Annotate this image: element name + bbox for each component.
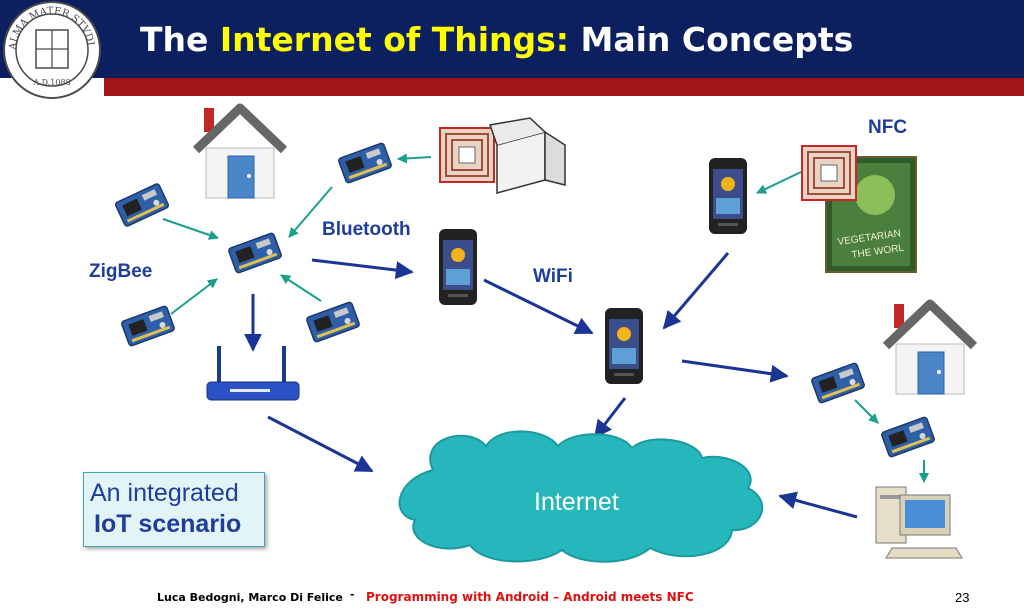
arrow-phone-to-cloud: [593, 397, 627, 439]
wifi-label: WiFi: [533, 266, 573, 287]
zigbee-label: ZigBee: [89, 261, 153, 282]
arrow-phone-to-phone: [483, 278, 594, 335]
sensor-board-icon-bottom-left: [120, 304, 176, 348]
smartphone-icon-nfc: [709, 158, 747, 234]
arrow-node-to-hub-br: [280, 274, 322, 302]
arrow-hub-to-phone: [311, 258, 414, 280]
cardboard-box-icon: [489, 117, 566, 194]
internet-label: Internet: [534, 488, 619, 516]
arrow-tag-to-node: [397, 153, 432, 164]
arrow-phone-to-node: [681, 359, 789, 383]
sensor-board-icon-hub: [227, 231, 283, 275]
sensor-board-icon-right: [810, 361, 866, 405]
sensor-board-icon-bottom-right: [305, 300, 361, 344]
svg-text:A.D.1088: A.D.1088: [32, 78, 70, 87]
university-seal-icon: ALMA MATER STVDIORVM A.D.1088: [2, 0, 101, 99]
arrow-router-to-cloud: [267, 415, 374, 473]
title-highlight: Internet of Things:: [219, 20, 570, 59]
bluetooth-label: Bluetooth: [322, 219, 411, 240]
page-number: 23: [955, 590, 970, 605]
arrow-node-to-hub-left: [162, 218, 219, 240]
desktop-computer-icon: [875, 486, 963, 559]
scenario-line-2: IoT scenario: [94, 510, 242, 538]
sensor-board-icon-top: [337, 141, 393, 185]
house-icon-right: [886, 304, 974, 394]
sensor-board-icon-right-lower: [880, 415, 936, 459]
title-suffix: Main Concepts: [569, 20, 854, 59]
smartphone-icon-bluetooth: [439, 229, 477, 305]
slide-title: The Internet of Things: Main Concepts: [140, 20, 853, 59]
vegetarian-poster-image: VEGETARIAN THE WORL: [825, 156, 917, 273]
arrow-tag-to-nfcphone: [756, 171, 802, 194]
arrow-nfcphone-to-phone: [662, 252, 730, 330]
arrow-node-to-node-right: [854, 399, 879, 424]
internet-cloud-icon: [398, 430, 764, 563]
house-icon-left: [196, 108, 284, 198]
title-prefix: The: [140, 20, 220, 59]
slide-header: [0, 0, 1024, 78]
arrow-node-to-hub-bl: [170, 278, 218, 315]
nfc-label: NFC: [868, 117, 908, 138]
footer-authors: Luca Bedogni, Marco Di Felice: [157, 591, 343, 604]
arrow-node-to-hub-top: [288, 186, 333, 238]
scenario-callout: An integrated IoT scenario: [83, 472, 265, 547]
wifi-router-icon: [206, 346, 300, 401]
smartphone-icon-central: [605, 308, 643, 384]
header-accent-bar: [104, 78, 1024, 96]
scenario-line-1: An integrated: [90, 479, 239, 507]
nfc-tag-icon-poster: [801, 145, 857, 201]
arrow-pc-to-cloud: [778, 491, 858, 519]
footer-separator: -: [350, 586, 355, 601]
footer-course-title: Programming with Android – Android meets…: [366, 590, 694, 604]
sensor-board-icon-left: [114, 182, 170, 228]
nfc-tag-icon-box: [439, 127, 495, 183]
